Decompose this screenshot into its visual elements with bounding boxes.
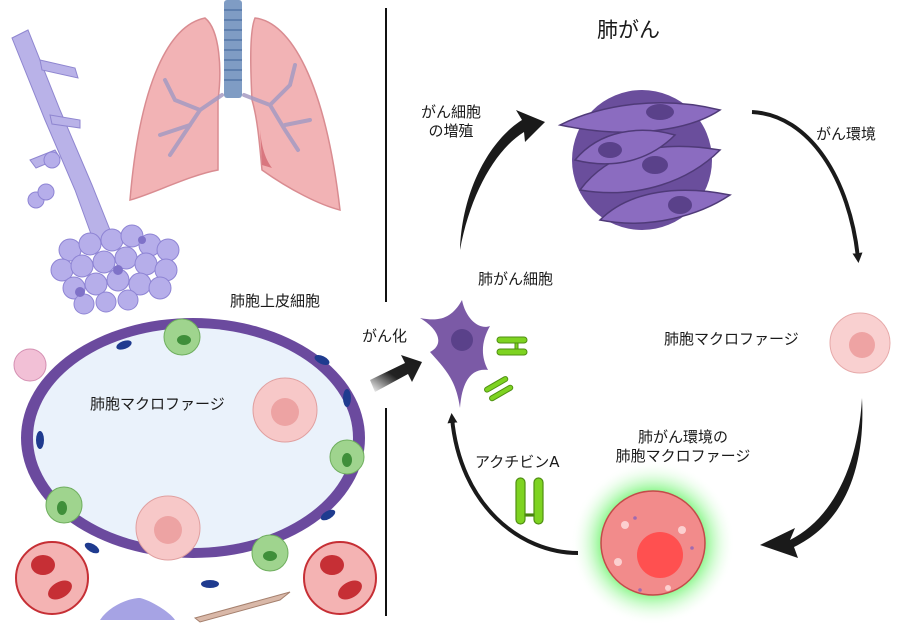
label-activin-a: アクチビンA xyxy=(475,453,560,471)
activin-a-molecules xyxy=(484,336,528,402)
macrophage-right-illustration xyxy=(829,312,891,374)
cancer-environment-arrow xyxy=(751,110,863,263)
label-lung-cancer-cell: 肺がん細胞 xyxy=(478,270,554,288)
lungs-illustration xyxy=(129,0,341,211)
bronchiole-illustration xyxy=(11,29,180,315)
label-proliferation-line1: がん細胞 xyxy=(420,103,481,121)
tumor-cluster-illustration xyxy=(557,90,732,230)
lung-cancer-cell-illustration xyxy=(420,300,490,408)
label-tumor-env-line2: 肺胞マクロファージ xyxy=(615,447,751,465)
label-tumor-environment-macrophage: 肺がん環境の 肺胞マクロファージ xyxy=(598,428,768,466)
carcinogenesis-arrow xyxy=(370,355,422,392)
proliferation-arrow xyxy=(460,110,545,250)
activin-a-icon xyxy=(515,477,544,525)
alveolus-illustration xyxy=(13,318,377,623)
label-alveolar-macrophage-left: 肺胞マクロファージ xyxy=(90,395,225,413)
label-alveolar-macrophage-right: 肺胞マクロファージ xyxy=(664,330,799,348)
label-alveolar-epithelial-cell: 肺胞上皮細胞 xyxy=(230,292,321,310)
tumor-macrophage-illustration xyxy=(571,461,735,625)
label-carcinogenesis: がん化 xyxy=(362,327,408,345)
tumor-environment-arrow xyxy=(760,398,863,558)
label-tumor-env-line1: 肺がん環境の xyxy=(637,428,728,446)
label-cancer-cell-proliferation: がん細胞 の増殖 xyxy=(403,103,499,141)
diagram-title: 肺がん xyxy=(597,18,660,42)
label-cancer-environment: がん環境 xyxy=(816,125,877,143)
label-proliferation-line2: の増殖 xyxy=(428,122,474,140)
activin-feedback-arrow xyxy=(447,413,579,555)
